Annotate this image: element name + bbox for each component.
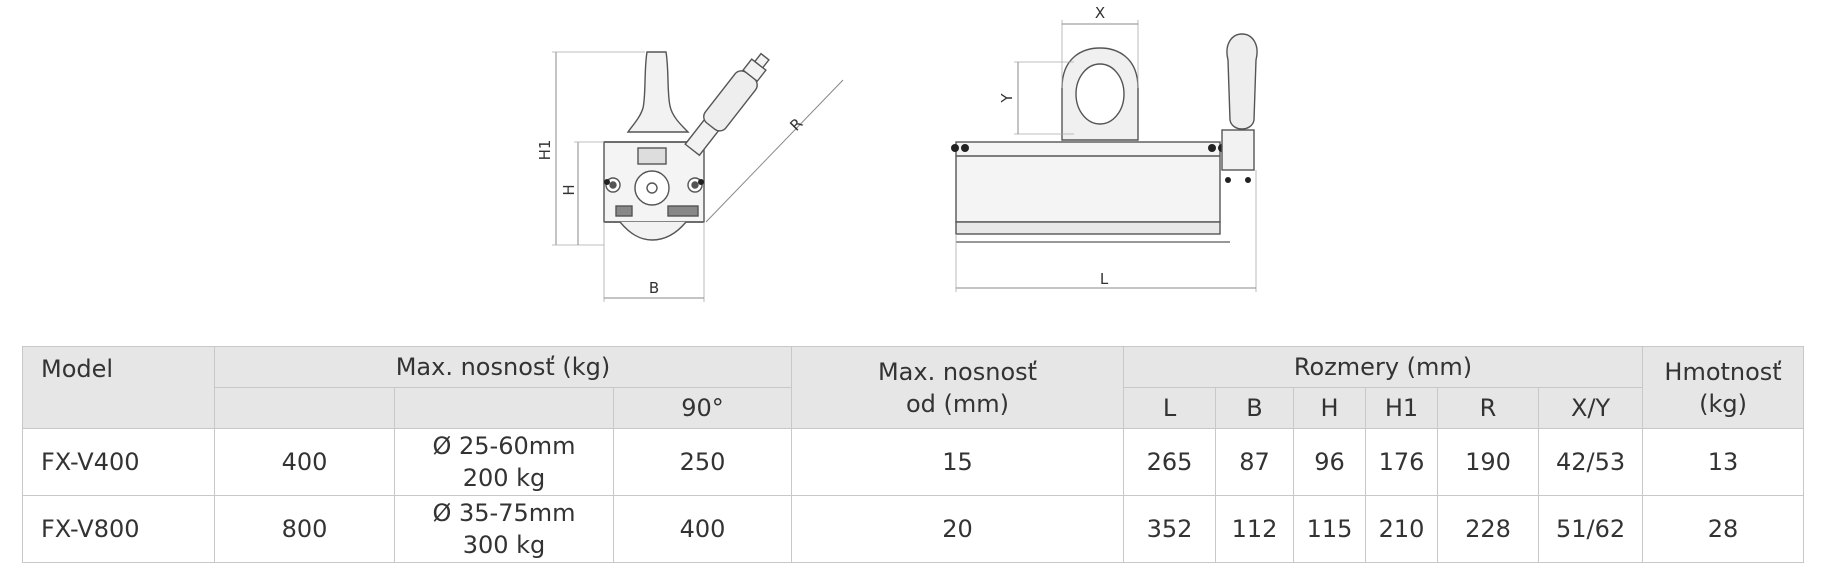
cell-dim-r: 228: [1437, 495, 1539, 563]
cell-capacity-90: 400: [613, 495, 792, 563]
table-row: FX-V400 400 Ø 25-60mm 200 kg 250 15 265 …: [22, 428, 1805, 496]
cell-capacity: 400: [214, 428, 395, 496]
cell-dim-h: 96: [1293, 428, 1366, 496]
subheader-round: [394, 387, 614, 429]
header-dimensions: Rozmery (mm): [1122, 346, 1644, 388]
cell-round-kg: 300 kg: [462, 531, 546, 559]
cell-dim-l: 265: [1123, 428, 1216, 496]
cell-round-range: Ø 25-60mm: [432, 432, 576, 460]
dim-label-l: L: [1100, 270, 1109, 288]
header-weight: Hmotnosť (kg): [1642, 346, 1805, 429]
header-max-capacity-from-line2: od (mm): [905, 389, 1010, 418]
front-view-drawing: [951, 20, 1258, 292]
cell-dim-b: 112: [1215, 495, 1294, 563]
cell-from-mm: 20: [791, 495, 1124, 563]
dim-label-b: B: [649, 279, 659, 297]
dim-label-y: Y: [998, 93, 1016, 104]
cell-round-capacity: Ø 25-60mm 200 kg: [394, 428, 614, 496]
table-row: FX-V800 800 Ø 35-75mm 300 kg 400 20 352 …: [22, 495, 1805, 563]
subheader-dim-l: L: [1123, 387, 1216, 429]
specification-table: Model Max. nosnosť (kg) Max. nosnosť od …: [22, 346, 1805, 563]
dim-label-x: X: [1095, 4, 1105, 22]
cell-model: FX-V400: [22, 428, 215, 496]
dim-label-r: R: [786, 114, 806, 134]
cell-dim-h1: 176: [1365, 428, 1438, 496]
subheader-dim-b: B: [1215, 387, 1294, 429]
header-max-capacity-from: Max. nosnosť od (mm): [791, 346, 1124, 429]
cell-capacity-90: 250: [613, 428, 792, 496]
table-header-row: Model Max. nosnosť (kg) Max. nosnosť od …: [22, 346, 1805, 429]
header-weight-line1: Hmotnosť: [1664, 357, 1782, 386]
cell-dim-h1: 210: [1365, 495, 1438, 563]
cell-dim-b: 87: [1215, 428, 1294, 496]
subheader-angle-90: 90°: [613, 387, 792, 429]
header-max-capacity: Max. nosnosť (kg): [214, 346, 792, 388]
table-subheader-row: 90° L B H H1 R X/Y: [23, 387, 1804, 429]
subheader-dim-xy: X/Y: [1537, 387, 1644, 429]
subheader-dim-r: R: [1437, 387, 1539, 429]
cell-dim-r: 190: [1437, 428, 1539, 496]
side-view-drawing: [552, 51, 844, 302]
cell-dim-xy: 51/62: [1537, 495, 1644, 563]
technical-drawings: H1 H B R X Y L: [536, 4, 1258, 302]
cell-dim-xy: 42/53: [1537, 428, 1644, 496]
cell-model: FX-V800: [22, 495, 215, 563]
header-model: Model: [22, 346, 215, 429]
cell-round-kg: 200 kg: [462, 464, 546, 492]
dim-label-h1: H1: [536, 140, 554, 161]
subheader-flat: [214, 387, 395, 429]
cell-dim-h: 115: [1293, 495, 1366, 563]
cell-round-capacity: Ø 35-75mm 300 kg: [394, 495, 614, 563]
header-weight-line2: (kg): [1699, 389, 1747, 418]
cell-dim-l: 352: [1123, 495, 1216, 563]
cell-weight: 28: [1642, 495, 1805, 563]
cell-round-range: Ø 35-75mm: [432, 499, 576, 527]
subheader-dim-h1: H1: [1365, 387, 1438, 429]
dim-label-h: H: [560, 184, 578, 195]
header-max-capacity-from-line1: Max. nosnosť: [877, 357, 1038, 386]
cell-weight: 13: [1642, 428, 1805, 496]
cell-from-mm: 15: [791, 428, 1124, 496]
cell-capacity: 800: [214, 495, 395, 563]
subheader-dim-h: H: [1293, 387, 1366, 429]
